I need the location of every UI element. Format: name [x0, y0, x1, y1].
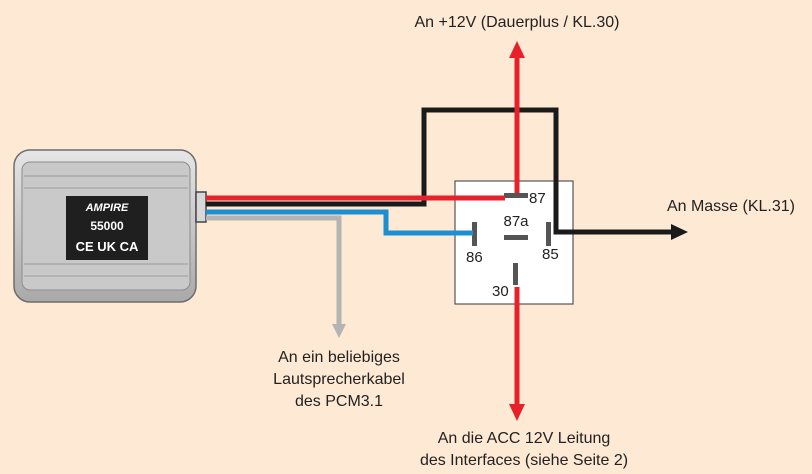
arrow-right-icon	[671, 224, 688, 240]
black-wire	[206, 107, 672, 235]
label-plus12v: An +12V (Dauerplus / KL.30)	[414, 14, 619, 31]
relay-contact-86	[472, 222, 477, 246]
pin-85-label: 85	[542, 246, 559, 263]
pin-87a-label: 87a	[503, 213, 529, 230]
label-speaker-line-1: An ein beliebiges	[278, 349, 400, 366]
arrow-down-grey-icon	[332, 324, 346, 338]
relay-contact-85	[546, 222, 551, 246]
label-speaker-line-3: des PCM3.1	[295, 393, 383, 410]
relay-contact-87a	[504, 235, 528, 240]
label-acc-line-2: des Interfaces (siehe Seite 2)	[420, 452, 628, 469]
module-label-plate	[66, 196, 148, 260]
grey-wire	[206, 215, 342, 326]
label-ground: An Masse (KL.31)	[667, 198, 795, 215]
wires	[206, 57, 672, 405]
pin-87-label: 87	[529, 190, 546, 207]
pin-86-label: 86	[466, 249, 483, 266]
relay: 87 87a 86 85 30	[454, 180, 574, 305]
blue-wire	[206, 209, 473, 236]
label-speaker-line-2: Lautsprecherkabel	[273, 371, 405, 388]
arrow-up-icon	[509, 41, 525, 58]
module-connector	[195, 191, 207, 223]
relay-contact-87	[504, 193, 528, 198]
module-certification-marks: CE UK CA	[76, 239, 139, 254]
pin-30-label: 30	[492, 283, 509, 300]
label-acc-line-1: An die ACC 12V Leitung	[438, 430, 611, 447]
module-brand: AMPIRE	[85, 202, 129, 214]
arrow-down-icon	[509, 404, 525, 421]
module-model: 55000	[90, 219, 124, 233]
ampire-module: AMPIRE 55000 CE UK CA	[13, 149, 207, 303]
relay-contact-30	[513, 263, 518, 285]
